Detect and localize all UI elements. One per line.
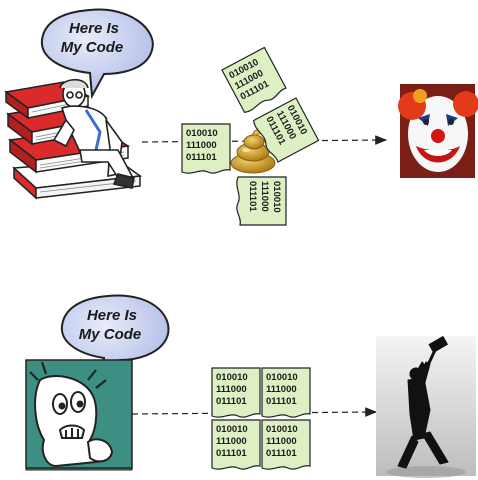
bottom-code-card-2: 010010 111000 011101	[261, 367, 311, 418]
top-speech-line-1: Here Is	[69, 20, 119, 37]
code-line: 011101	[186, 152, 217, 163]
scholar-on-books-icon	[4, 78, 142, 200]
code-line: 011101	[216, 396, 247, 407]
top-code-card-2: 010010 111000 011101	[221, 46, 287, 114]
bottom-speech-bubble: Here Is My Code	[60, 294, 170, 386]
code-line: 010010	[266, 424, 298, 435]
code-line: 111000	[216, 436, 247, 447]
code-line: 010010	[216, 424, 248, 435]
top-speech-bubble: Here Is My Code	[40, 8, 154, 100]
code-line: 010010	[186, 128, 218, 139]
bottom-speech-line-1: Here Is	[87, 307, 137, 324]
bottom-code-card-1: 010010 111000 011101	[211, 367, 261, 418]
code-line: 011101	[266, 448, 297, 459]
code-line: 011101	[266, 396, 297, 407]
code-line: 011101	[216, 448, 247, 459]
code-line: 010010	[271, 181, 282, 213]
code-line: 111000	[259, 181, 270, 212]
bottom-code-card-3: 010010 111000 011101	[211, 419, 261, 470]
top-code-card-4: 010010 111000 011101	[236, 176, 287, 226]
top-code-card-1: 010010 111000 011101	[181, 123, 231, 174]
code-line: 010010	[216, 372, 248, 383]
code-line: 111000	[266, 384, 297, 395]
hammer-smashing-man-icon	[376, 336, 476, 478]
nervous-developer-icon	[25, 359, 133, 471]
bottom-code-card-4: 010010 111000 011101	[261, 419, 311, 470]
code-line: 011101	[247, 181, 258, 212]
code-line: 010010	[266, 372, 298, 383]
code-line: 111000	[266, 436, 297, 447]
code-line: 111000	[186, 140, 217, 151]
clown-face-icon	[398, 84, 478, 178]
top-speech-line-2: My Code	[61, 39, 124, 56]
top-scene: Here Is My Code	[4, 8, 478, 226]
bottom-scene: Here Is My Code	[25, 294, 476, 478]
poop-icon	[230, 129, 276, 174]
bottom-speech-line-2: My Code	[79, 326, 142, 343]
code-line: 111000	[216, 384, 247, 395]
